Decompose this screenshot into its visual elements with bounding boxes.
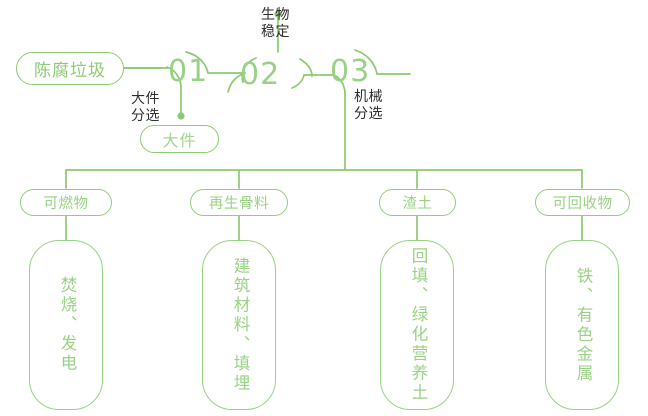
detail-box-combustible-text: 焚烧、发电 bbox=[57, 276, 76, 374]
node-category-slag-soil-label: 渣土 bbox=[402, 196, 433, 212]
node-side-output-bulky[interactable]: 大件 bbox=[140, 125, 219, 153]
node-category-recyclable[interactable]: 可回收物 bbox=[535, 189, 630, 216]
detail-box-recyclable[interactable]: 铁、有色金属 bbox=[545, 240, 619, 410]
node-category-recycled-aggregate[interactable]: 再生骨料 bbox=[190, 189, 288, 216]
stage-number-01-text: 01 bbox=[168, 54, 209, 89]
detail-box-slag-soil-text: 回填、绿化营养土 bbox=[408, 247, 427, 403]
stage-01-endpoint-dot bbox=[177, 112, 185, 120]
detail-box-recycled-aggregate-text: 建筑材料、填埋 bbox=[230, 256, 249, 394]
node-category-recycled-aggregate-label: 再生骨料 bbox=[209, 196, 269, 212]
detail-box-recycled-aggregate[interactable]: 建筑材料、填埋 bbox=[202, 240, 276, 410]
stage-number-02-text: 02 bbox=[240, 57, 281, 92]
stage-number-02[interactable]: 02 bbox=[240, 60, 280, 90]
node-category-slag-soil[interactable]: 渣土 bbox=[379, 189, 456, 216]
detail-box-slag-soil[interactable]: 回填、绿化营养土 bbox=[380, 240, 454, 410]
stage-number-03-text: 03 bbox=[330, 54, 371, 89]
annotation-stage-01: 大件 分选 bbox=[131, 90, 160, 124]
node-category-combustible-label: 可燃物 bbox=[43, 196, 89, 212]
detail-box-recyclable-text: 铁、有色金属 bbox=[573, 266, 592, 384]
detail-box-combustible[interactable]: 焚烧、发电 bbox=[29, 240, 103, 410]
node-category-recyclable-label: 可回收物 bbox=[552, 196, 613, 212]
stage-number-01[interactable]: 01 bbox=[168, 57, 208, 87]
annotation-stage-03: 机械 分选 bbox=[354, 88, 383, 122]
node-side-output-bulky-label: 大件 bbox=[162, 133, 197, 150]
node-root-waste-label: 陈腐垃圾 bbox=[34, 61, 106, 80]
node-root-waste[interactable]: 陈腐垃圾 bbox=[16, 52, 124, 85]
stage-number-03[interactable]: 03 bbox=[330, 57, 370, 87]
annotation-stage-02: 生物 稳定 bbox=[261, 6, 290, 40]
node-category-combustible[interactable]: 可燃物 bbox=[20, 189, 112, 216]
